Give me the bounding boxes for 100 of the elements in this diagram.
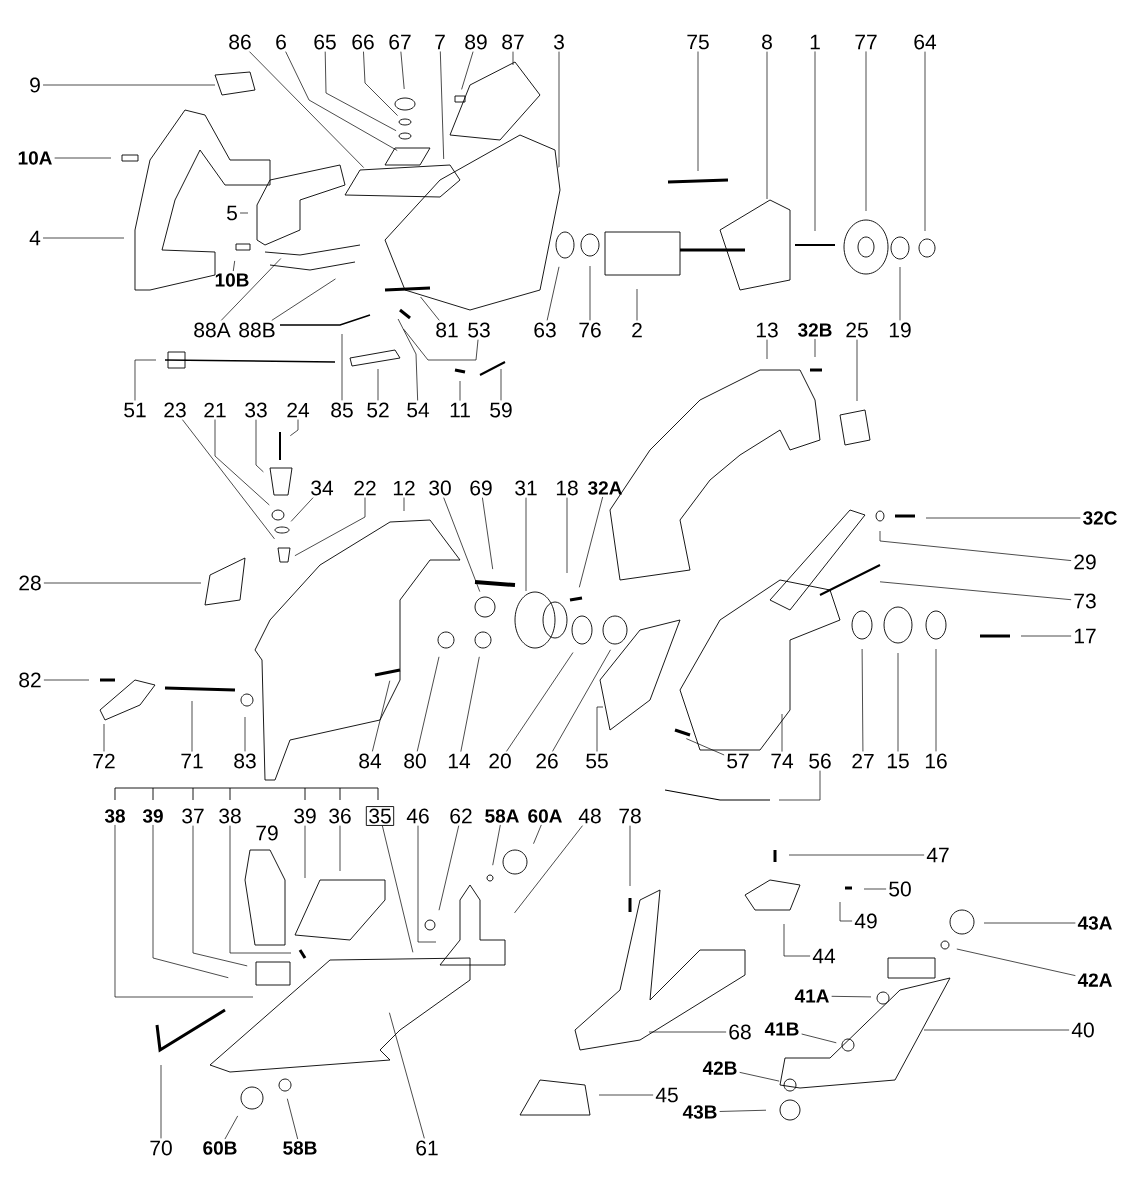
- leader-line: [783, 923, 811, 957]
- leader-line: [546, 266, 560, 321]
- leader-line: [255, 419, 264, 473]
- callout-number: 59: [490, 402, 512, 418]
- leader-line: [925, 517, 1081, 519]
- callout-number: 4: [29, 230, 41, 246]
- leader-line: [439, 51, 445, 160]
- callout-number: 30: [429, 480, 451, 496]
- callout-number: 82: [19, 672, 41, 688]
- leader-line: [766, 51, 768, 200]
- callout-number: 51: [124, 402, 146, 418]
- leader-line: [856, 339, 858, 402]
- callout-number: 6: [276, 34, 286, 50]
- leader-line: [461, 51, 474, 90]
- leader-line: [339, 825, 341, 872]
- leader-line: [416, 656, 440, 752]
- leader-line: [43, 582, 202, 584]
- callout-number: 80: [404, 753, 426, 769]
- callout-number: 32B: [798, 323, 832, 337]
- leader-line: [636, 288, 638, 321]
- leader-line: [160, 1064, 162, 1139]
- leader-line: [739, 1072, 780, 1082]
- leader-line: [229, 825, 292, 954]
- leader-line: [420, 296, 440, 321]
- leader-line: [956, 948, 1076, 976]
- leader-line: [525, 497, 527, 592]
- leader-line: [935, 648, 937, 752]
- callout-number: 9: [30, 77, 40, 93]
- callout-number: 13: [756, 322, 778, 338]
- leader-line: [897, 652, 899, 752]
- callout-number: 38: [104, 809, 125, 823]
- callout-number: 41A: [794, 989, 829, 1003]
- leader-line: [372, 680, 391, 752]
- callout-number: 32A: [588, 481, 622, 495]
- callout-number: 36: [329, 808, 351, 824]
- callout-number: 39: [142, 809, 163, 823]
- callout-number: 58B: [283, 1141, 317, 1155]
- leader-line: [879, 581, 1072, 601]
- leader-line: [377, 368, 379, 401]
- leader-line: [341, 333, 343, 401]
- callout-number: 75: [687, 34, 709, 50]
- callout-number: 46: [406, 808, 429, 824]
- callout-number: 45: [655, 1087, 678, 1103]
- leader-line: [191, 700, 193, 752]
- leader-line: [214, 419, 270, 506]
- leader-line: [924, 51, 926, 232]
- leader-line: [566, 497, 568, 574]
- leader-line: [103, 723, 105, 752]
- leader-line: [533, 824, 542, 845]
- leader-line: [879, 530, 1072, 561]
- callout-number: 29: [1074, 554, 1096, 570]
- leader-line: [443, 497, 481, 592]
- callout-number: 32C: [1083, 511, 1117, 525]
- callout-number: 66: [352, 34, 374, 50]
- callout-number: 42A: [1077, 973, 1112, 987]
- callout-number: 58A: [485, 809, 519, 823]
- callout-number: 34: [311, 480, 334, 496]
- callout-number: 74: [771, 753, 794, 769]
- callout-number: 55: [586, 753, 608, 769]
- leader-line: [648, 1031, 727, 1033]
- leader-line: [788, 854, 925, 856]
- callout-number: 73: [1074, 593, 1096, 609]
- callout-number: 24: [287, 402, 310, 418]
- callout-number: 57: [727, 753, 749, 769]
- leader-line: [397, 318, 418, 401]
- leader-line: [42, 84, 216, 86]
- callout-number: 18: [556, 480, 578, 496]
- callout-number: 69: [470, 480, 492, 496]
- callout-number: 60A: [528, 809, 562, 823]
- leader-line: [685, 738, 725, 756]
- callout-number: 20: [489, 753, 511, 769]
- callout-number: 50: [889, 881, 911, 897]
- leader-line: [506, 652, 574, 752]
- leader-line: [271, 278, 336, 321]
- leader-line: [42, 237, 125, 239]
- callout-number: 16: [925, 753, 947, 769]
- leader-line: [1020, 635, 1072, 637]
- callout-number: 28: [19, 575, 41, 591]
- callout-number: 64: [914, 34, 937, 50]
- callout-number: 11: [450, 402, 470, 418]
- callout-number: 54: [407, 402, 430, 418]
- leader-line: [899, 266, 901, 321]
- leader-line: [460, 656, 480, 752]
- callout-number: 60B: [203, 1141, 237, 1155]
- leader-line: [629, 825, 631, 887]
- leader-line: [294, 497, 366, 557]
- leader-line: [403, 328, 479, 361]
- leader-line: [438, 825, 460, 911]
- callout-number: 86: [229, 34, 251, 50]
- callout-number: 39: [294, 808, 316, 824]
- callout-number: 17: [1074, 628, 1096, 644]
- leader-line: [192, 825, 248, 967]
- leader-line: [249, 51, 365, 168]
- leader-line: [589, 265, 591, 321]
- leader-line: [389, 1012, 425, 1139]
- callout-number: 88A: [194, 322, 231, 338]
- leader-line: [598, 1094, 654, 1096]
- callout-number: 7: [435, 34, 445, 50]
- leader-line: [286, 1098, 299, 1140]
- callout-number: 21: [204, 402, 226, 418]
